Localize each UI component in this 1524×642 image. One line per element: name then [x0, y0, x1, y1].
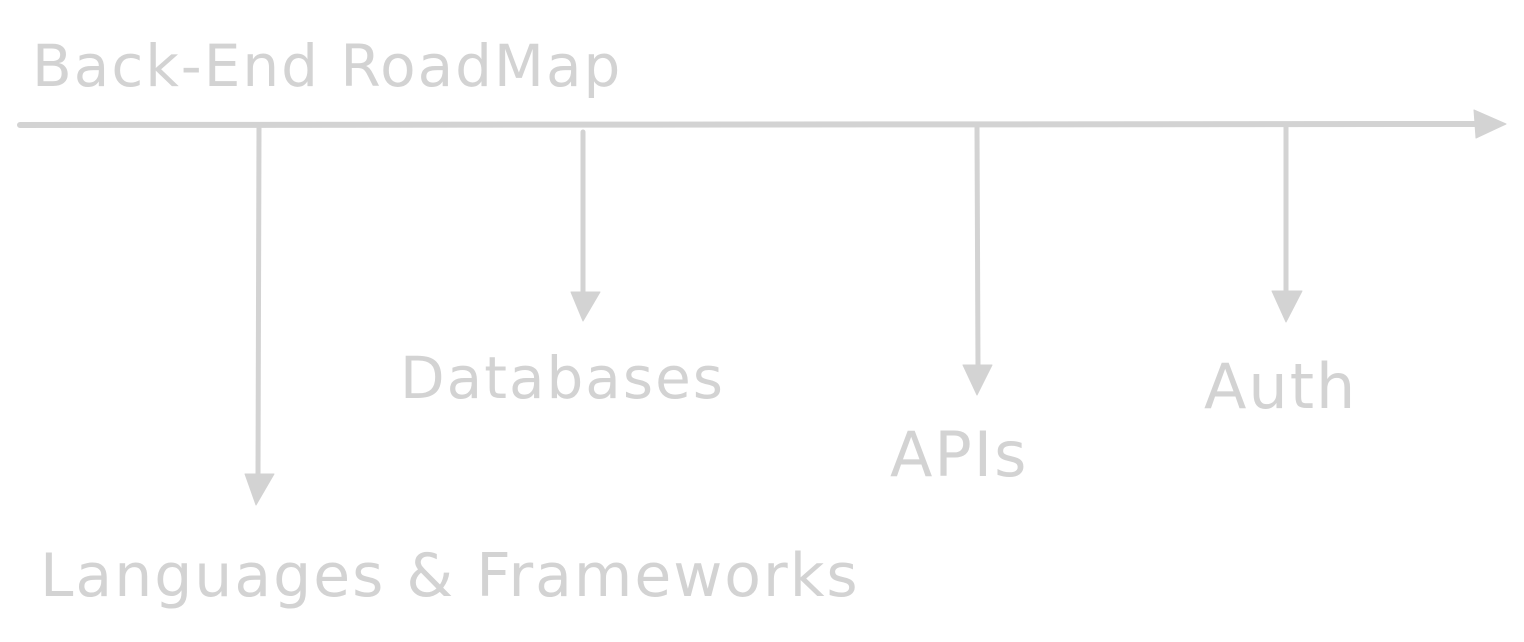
branch-connector [255, 124, 262, 481]
milestone-languages: Languages & Frameworks [40, 124, 860, 611]
branch-arrowhead [962, 364, 993, 396]
milestone-auth: Auth [1204, 124, 1357, 423]
milestone-databases: Databases [400, 129, 725, 412]
milestone-apis: APIs [890, 124, 1028, 491]
milestone-label: Databases [400, 344, 725, 412]
milestone-label: Languages & Frameworks [40, 541, 860, 611]
branch-arrowhead [1271, 290, 1303, 323]
branch-arrowhead [570, 291, 601, 322]
timeline-arrow [17, 109, 1507, 139]
diagram-title: Back-End RoadMap [32, 32, 622, 100]
branch-arrowhead [244, 473, 275, 506]
timeline-arrowhead [1473, 109, 1507, 139]
milestone-label: Auth [1204, 350, 1357, 423]
branch-connector [974, 124, 981, 371]
milestone-label: APIs [890, 418, 1028, 491]
timeline-line [17, 121, 1483, 128]
